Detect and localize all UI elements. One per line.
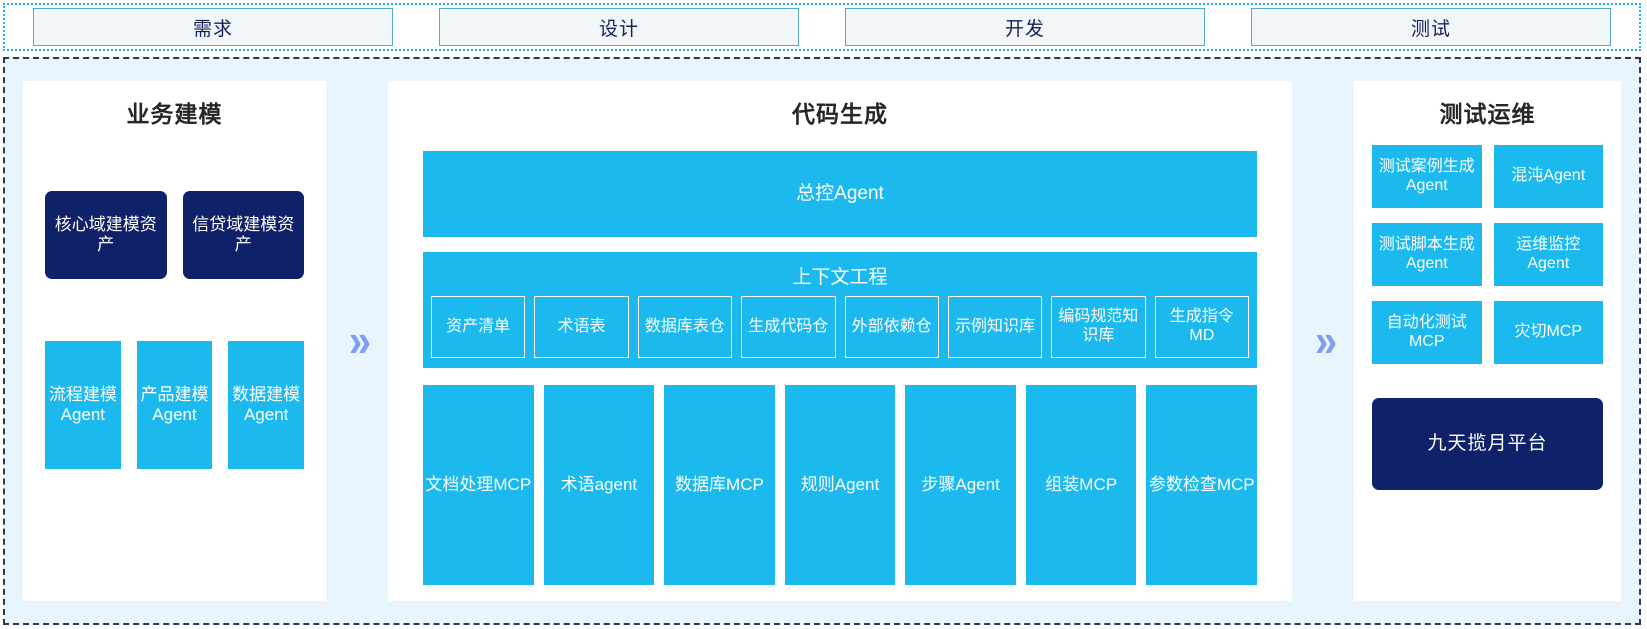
tool-card-label: 规则Agent xyxy=(800,474,880,494)
context-item-asset-list[interactable]: 资产清单 xyxy=(431,296,526,358)
main-frame: 业务建模 核心域建模资产 信贷域建模资产 流程建模Agent 产品建模Agen xyxy=(3,57,1641,625)
agent-card-product-modeling[interactable]: 产品建模Agent xyxy=(136,341,213,469)
testops-card-ops-monitoring-agent[interactable]: 运维监控Agent xyxy=(1493,223,1603,286)
stage-box-requirement[interactable]: 需求 xyxy=(33,8,393,46)
stage-box-testing[interactable]: 测试 xyxy=(1251,8,1611,46)
context-item-label: 示例知识库 xyxy=(955,317,1036,335)
testops-card-test-case-generation-agent[interactable]: 测试案例生成Agent xyxy=(1372,145,1482,208)
tool-card-parameter-check-mcp[interactable]: 参数检查MCP xyxy=(1146,385,1258,585)
test-ops-grid: 测试案例生成Agent 混沌Agent 测试脚本生成Agent 运维监控Agen… xyxy=(1372,145,1603,364)
agent-card-process-modeling[interactable]: 流程建模Agent xyxy=(45,341,121,469)
agent-card-label: 产品建模Agent xyxy=(140,384,209,424)
testops-card-label: 测试案例生成Agent xyxy=(1378,157,1475,194)
stage-strip: 需求 设计 开发 测试 xyxy=(3,3,1641,51)
tool-card-glossary-agent[interactable]: 术语agent xyxy=(543,385,655,585)
agent-card-label: 流程建模Agent xyxy=(48,384,117,424)
testops-card-label: 运维监控Agent xyxy=(1516,235,1581,272)
business-modeling-body: 核心域建模资产 信贷域建模资产 流程建模Agent 产品建模Agent 数据建模… xyxy=(37,135,312,589)
master-agent-bar[interactable]: 总控Agent xyxy=(423,151,1257,237)
master-agent-label: 总控Agent xyxy=(796,182,884,204)
agent-card-data-modeling[interactable]: 数据建模Agent xyxy=(228,341,305,469)
business-agents-row: 流程建模Agent 产品建模Agent 数据建模Agent xyxy=(45,341,305,469)
testops-card-test-script-generation-agent[interactable]: 测试脚本生成Agent xyxy=(1372,223,1482,286)
stage-label: 测试 xyxy=(1410,18,1451,40)
stage-box-design[interactable]: 设计 xyxy=(439,8,799,46)
tool-card-label: 文档处理MCP xyxy=(425,474,532,494)
tool-card-label: 参数检查MCP xyxy=(1148,474,1255,494)
context-item-example-knowledge-base[interactable]: 示例知识库 xyxy=(947,296,1043,358)
testops-card-label: 自动化测试MCP xyxy=(1386,313,1467,350)
context-item-generation-instruction-md[interactable]: 生成指令MD xyxy=(1154,296,1249,358)
context-item-coding-standard-knowledge-base[interactable]: 编码规范知识库 xyxy=(1051,296,1146,358)
context-item-external-dependency-repo[interactable]: 外部依赖仓 xyxy=(844,296,939,358)
tool-card-rule-agent[interactable]: 规则Agent xyxy=(784,385,896,585)
panel-business-modeling: 业务建模 核心域建模资产 信贷域建模资产 流程建模Agent 产品建模Agen xyxy=(23,81,326,601)
panel-code-generation: 代码生成 总控Agent 上下文工程 资产清单 术语表 xyxy=(388,81,1292,601)
tool-card-label: 组装MCP xyxy=(1045,474,1118,494)
context-item-label: 术语表 xyxy=(557,317,606,335)
agent-card-label: 数据建模Agent xyxy=(232,384,301,424)
panel-title-test-ops: 测试运维 xyxy=(1439,101,1536,127)
context-engineering-items: 资产清单 术语表 数据库表仓 生成代码仓 外部依赖仓 xyxy=(431,296,1249,358)
context-item-db-table-repo[interactable]: 数据库表仓 xyxy=(637,296,733,358)
asset-card-core-domain[interactable]: 核心域建模资产 xyxy=(45,191,167,279)
test-ops-body: 测试案例生成Agent 混沌Agent 测试脚本生成Agent 运维监控Agen… xyxy=(1368,135,1607,589)
testops-card-label: 测试脚本生成Agent xyxy=(1378,235,1475,272)
context-engineering-title: 上下文工程 xyxy=(792,267,888,288)
testops-card-chaos-agent[interactable]: 混沌Agent xyxy=(1493,145,1603,208)
tool-card-step-agent[interactable]: 步骤Agent xyxy=(905,385,1016,585)
context-item-glossary[interactable]: 术语表 xyxy=(534,296,629,358)
tool-card-assembly-mcp[interactable]: 组装MCP xyxy=(1025,385,1137,585)
context-item-label: 编码规范知识库 xyxy=(1058,308,1139,344)
context-item-label: 资产清单 xyxy=(446,317,511,335)
context-item-label: 外部依赖仓 xyxy=(851,317,932,335)
panel-title-code-generation: 代码生成 xyxy=(792,101,888,127)
testops-card-label: 混沌Agent xyxy=(1511,167,1586,185)
tool-card-label: 数据库MCP xyxy=(675,474,764,494)
stage-label: 开发 xyxy=(1004,18,1045,40)
context-item-generated-code-repo[interactable]: 生成代码仓 xyxy=(741,296,836,358)
double-chevron-right-icon: » xyxy=(348,315,371,367)
platform-card-label: 九天揽月平台 xyxy=(1427,432,1548,454)
asset-card-label: 核心域建模资产 xyxy=(54,214,157,254)
context-item-label: 数据库表仓 xyxy=(644,317,725,335)
tool-card-document-processing-mcp[interactable]: 文档处理MCP xyxy=(423,385,534,585)
stage-label: 设计 xyxy=(598,18,639,40)
testops-card-automated-test-mcp[interactable]: 自动化测试MCP xyxy=(1372,301,1482,364)
double-chevron-right-icon: » xyxy=(1314,315,1337,367)
context-item-label: 生成指令MD xyxy=(1169,308,1234,344)
flow-arrow-right: » xyxy=(1292,81,1354,601)
stage-label: 需求 xyxy=(192,18,233,40)
tool-card-database-mcp[interactable]: 数据库MCP xyxy=(664,385,775,585)
code-generation-tools-row: 文档处理MCP 术语agent 数据库MCP 规则Agent 步骤Agent xyxy=(423,385,1258,589)
testops-card-disaster-switch-mcp[interactable]: 灾切MCP xyxy=(1493,301,1603,364)
panel-test-ops: 测试运维 测试案例生成Agent 混沌Agent 测试脚本生成Agent 运维监… xyxy=(1354,81,1621,601)
platform-card-jiutian-lanyue[interactable]: 九天揽月平台 xyxy=(1372,398,1603,490)
tool-card-label: 步骤Agent xyxy=(921,474,1000,494)
asset-card-credit-domain[interactable]: 信贷域建模资产 xyxy=(182,191,304,279)
code-generation-body: 总控Agent 上下文工程 资产清单 术语表 数据库表仓 xyxy=(402,135,1278,589)
asset-card-label: 信贷域建模资产 xyxy=(192,214,295,254)
tool-card-label: 术语agent xyxy=(560,474,638,494)
business-assets-row: 核心域建模资产 信贷域建模资产 xyxy=(45,191,304,279)
context-engineering-block: 上下文工程 资产清单 术语表 数据库表仓 生成代码仓 xyxy=(423,252,1257,368)
testops-card-label: 灾切MCP xyxy=(1514,323,1583,341)
context-item-label: 生成代码仓 xyxy=(748,317,829,335)
panel-title-business-modeling: 业务建模 xyxy=(126,101,223,127)
stage-box-development[interactable]: 开发 xyxy=(845,8,1205,46)
flow-arrow-left: » xyxy=(326,81,388,601)
